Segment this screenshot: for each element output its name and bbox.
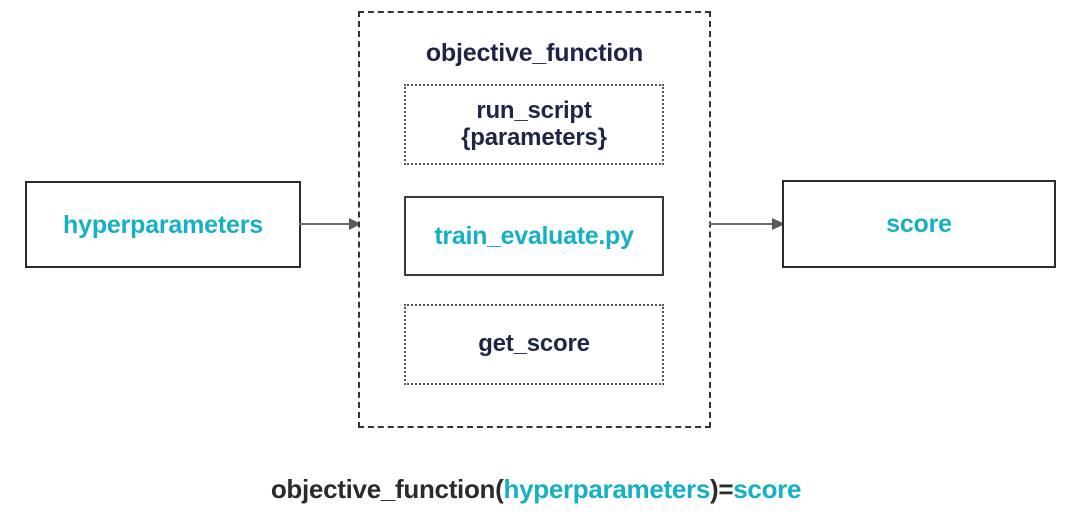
caption-part-hyperparameters: hyperparameters — [503, 474, 711, 504]
caption-part-score: score — [733, 474, 802, 504]
caption: objective_function(hyperparameters)=scor… — [0, 474, 1072, 505]
arrow-container-to-output-icon — [709, 218, 785, 230]
objective-function-title: objective_function — [425, 39, 644, 67]
run-script-box: run_script {parameters} — [404, 84, 664, 165]
caption-part-function: objective_function( — [270, 474, 504, 504]
get-score-label: get_score — [478, 330, 590, 358]
hyperparameters-box: hyperparameters — [25, 181, 301, 268]
caption-part-equals: )= — [710, 474, 734, 504]
score-label: score — [886, 210, 952, 238]
run-script-label-line2: {parameters} — [461, 123, 607, 151]
score-box: score — [782, 180, 1056, 268]
get-score-box: get_score — [404, 304, 664, 385]
hyperparameters-label: hyperparameters — [63, 210, 263, 239]
train-evaluate-label: train_evaluate.py — [434, 222, 634, 250]
train-evaluate-box: train_evaluate.py — [404, 196, 664, 276]
run-script-label-line1: run_script — [476, 96, 592, 124]
arrow-input-to-container-icon — [299, 218, 361, 230]
